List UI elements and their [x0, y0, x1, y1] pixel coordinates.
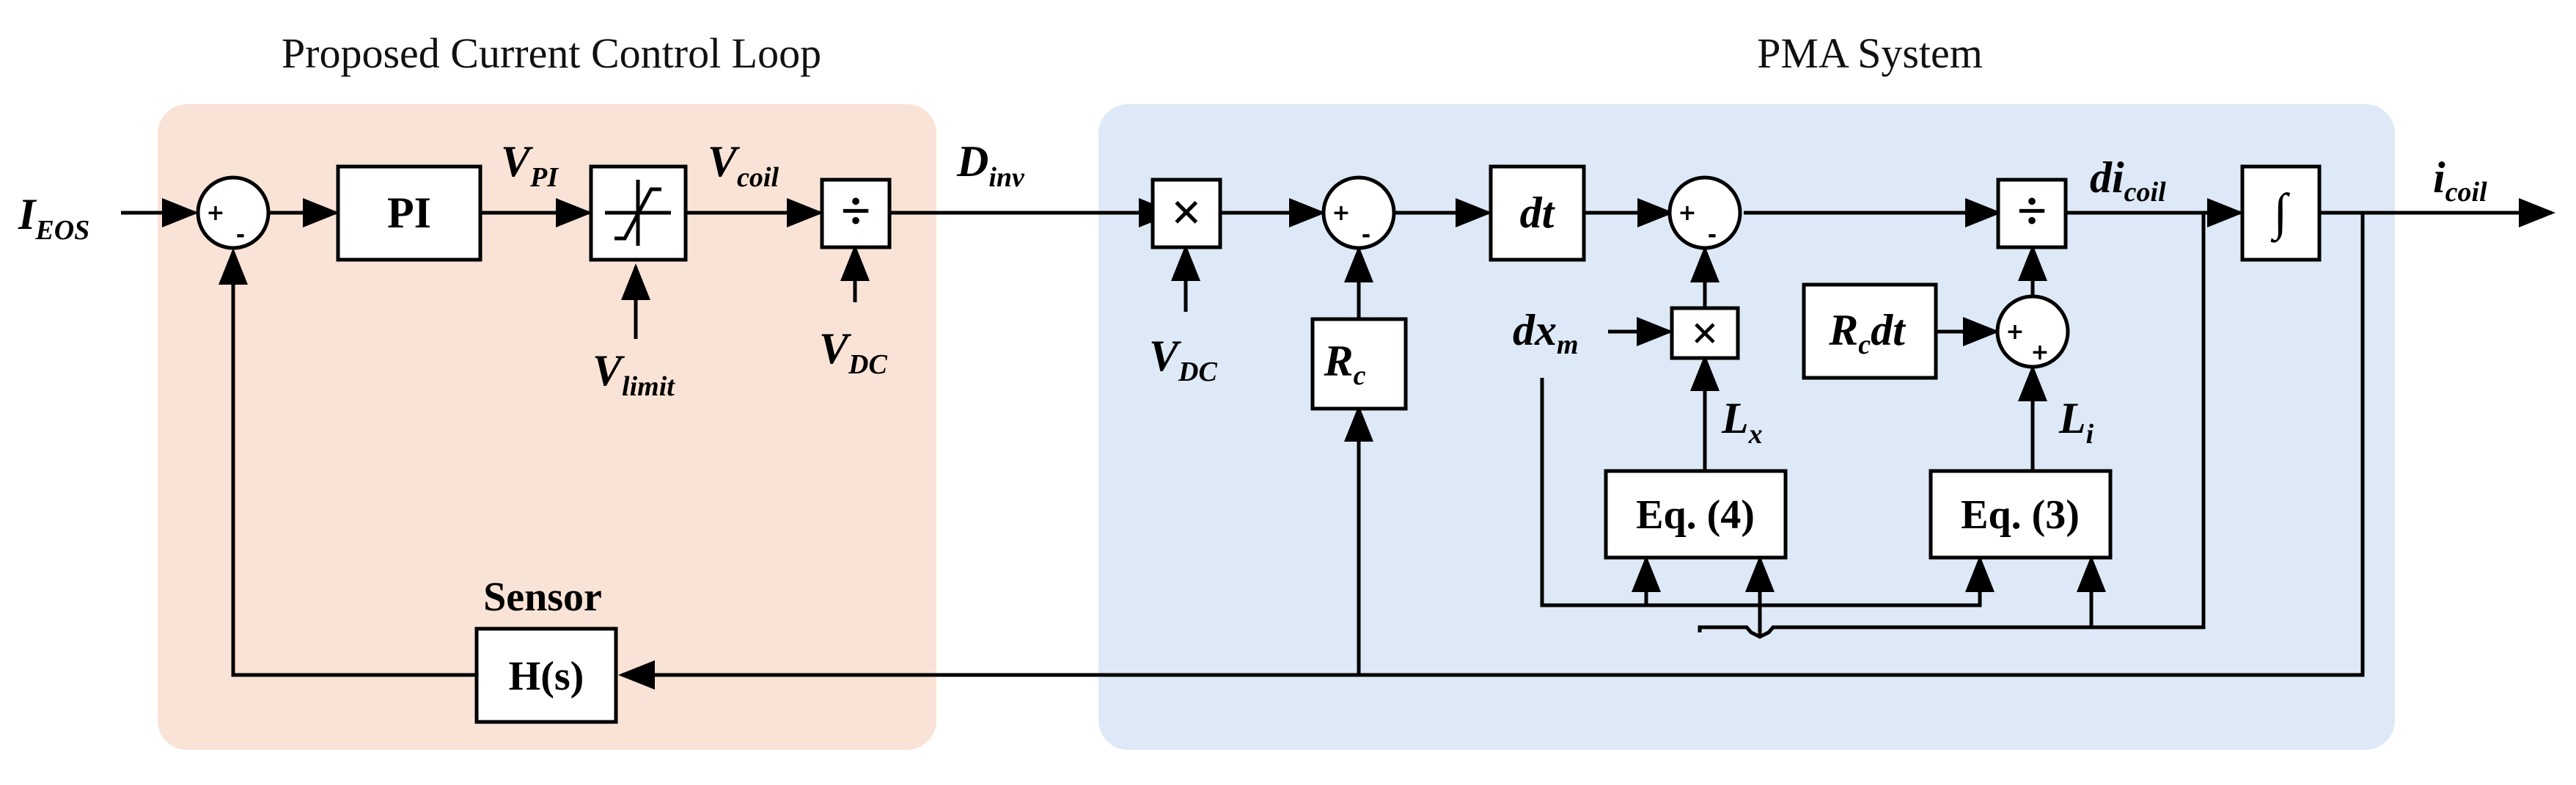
eq4-block: Eq. (4): [1604, 469, 1788, 560]
multiply-block-dxm: ×: [1670, 306, 1740, 360]
sum-junction-flux: + -: [1667, 175, 1742, 250]
signal-d-inv: Dinv: [956, 137, 1025, 193]
integral-symbol: ∫: [2270, 184, 2290, 243]
control-loop-title: Proposed Current Control Loop: [282, 29, 821, 77]
divide-block-inductance: ÷: [1996, 178, 2068, 249]
pi-block: PI: [336, 164, 482, 262]
signal-l-x: Lx: [1721, 394, 1763, 450]
multiply-symbol: ×: [1691, 307, 1719, 360]
dt-block: dt: [1489, 164, 1586, 262]
signal-dx-m: dxm: [1513, 306, 1579, 360]
sum-junction-voltage: + -: [1321, 175, 1396, 250]
multiply-symbol: ×: [1171, 183, 1202, 243]
signal-l-i: Li: [2058, 394, 2094, 450]
hs-label: H(s): [509, 654, 584, 699]
rcdt-block: Rcdt: [1802, 282, 1938, 380]
rcdt-text: Rcdt: [1828, 306, 1907, 360]
divide-block-duty: ÷: [820, 178, 892, 249]
signal-i-eos: IEOS: [18, 190, 89, 246]
signal-v-dc-control: VDC: [819, 324, 887, 380]
integrator-block: ∫: [2240, 164, 2322, 262]
pma-system-title: PMA System: [1757, 29, 1983, 77]
signal-wires: [121, 198, 2555, 690]
multiply-block-vdc: ×: [1151, 178, 1222, 249]
plus-sign: +: [1678, 200, 1696, 226]
eq4-label: Eq. (4): [1636, 492, 1755, 538]
divide-symbol: ÷: [841, 181, 871, 241]
dt-label: dt: [1520, 189, 1556, 237]
signal-v-pi: VPI: [501, 137, 559, 193]
plus-sign: +: [1332, 200, 1350, 226]
saturation-block: [589, 164, 688, 262]
rc-text: Rc: [1324, 337, 1366, 391]
control-loop-region: [158, 104, 936, 750]
sum-junction-error: + -: [196, 175, 271, 250]
sensor-block: Sensor H(s): [474, 574, 618, 724]
plus-sign: +: [2006, 319, 2024, 345]
pma-system-region: [1098, 104, 2395, 750]
signal-v-coil: Vcoil: [708, 137, 779, 193]
sensor-label: Sensor: [483, 574, 602, 620]
eq3-label: Eq. (3): [1961, 492, 2080, 538]
sum-junction-inductance: + +: [1995, 294, 2070, 369]
signal-i-coil: icoil: [2433, 153, 2487, 208]
minus-sign: -: [1708, 222, 1717, 248]
plus-sign: +: [2030, 340, 2049, 365]
rc-block: Rc: [1310, 317, 1408, 411]
signal-di-coil: dicoil: [2090, 153, 2166, 208]
minus-sign: -: [236, 222, 245, 248]
saturation-icon: [605, 180, 671, 246]
signal-v-limit: Vlimit: [592, 346, 675, 402]
divide-symbol: ÷: [2017, 181, 2047, 241]
minus-sign: -: [1362, 222, 1370, 248]
eq3-block: Eq. (3): [1929, 469, 2113, 560]
pi-label: PI: [387, 189, 431, 237]
signal-v-dc-pma: VDC: [1149, 332, 1217, 387]
plus-sign: +: [206, 200, 224, 226]
